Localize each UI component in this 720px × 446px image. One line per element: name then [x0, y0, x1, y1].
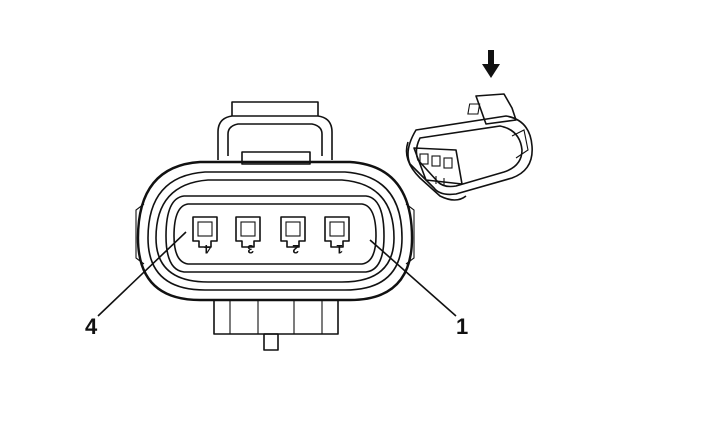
- cavity-2: 2: [280, 216, 306, 256]
- iso-body: [407, 115, 533, 196]
- connector-front-view: 4 3 2 1: [135, 101, 415, 351]
- leader-line-4: [97, 231, 187, 317]
- callout-pin-4: 4: [85, 314, 98, 339]
- housing-inner-wall: [155, 179, 395, 283]
- bottom-tab: [213, 300, 339, 335]
- connector-perspective-icon: [405, 93, 533, 201]
- latch-tab-top: [231, 101, 319, 116]
- cavity-label-1: 1: [336, 242, 343, 256]
- latch-window: [241, 151, 311, 165]
- latch-frame-inner: [227, 123, 323, 156]
- cavity-block-inner: [173, 203, 377, 265]
- cavity-3: 3: [235, 216, 261, 256]
- iso-front-face: [405, 141, 467, 201]
- iso-face-cavities: [413, 147, 463, 185]
- cavity-4: 4: [192, 216, 218, 256]
- left-groove: [135, 203, 145, 265]
- down-arrow-icon: [482, 50, 500, 78]
- callout-pin-1: 1: [456, 314, 469, 339]
- right-groove: [405, 203, 415, 265]
- iso-side-rib: [511, 129, 529, 159]
- leader-line-1: [369, 239, 457, 317]
- latch-frame-outer: [217, 115, 333, 160]
- cavity-1: 1: [324, 216, 350, 256]
- cavity-label-4: 4: [204, 242, 211, 256]
- cavity-label-3: 3: [247, 242, 254, 256]
- bottom-tab-ribs: [229, 300, 323, 334]
- housing-rim: [147, 171, 403, 291]
- housing-outer: [136, 160, 414, 302]
- bottom-key: [263, 333, 279, 351]
- cavity-label-2: 2: [292, 242, 299, 256]
- cavity-block-outer: [165, 195, 385, 273]
